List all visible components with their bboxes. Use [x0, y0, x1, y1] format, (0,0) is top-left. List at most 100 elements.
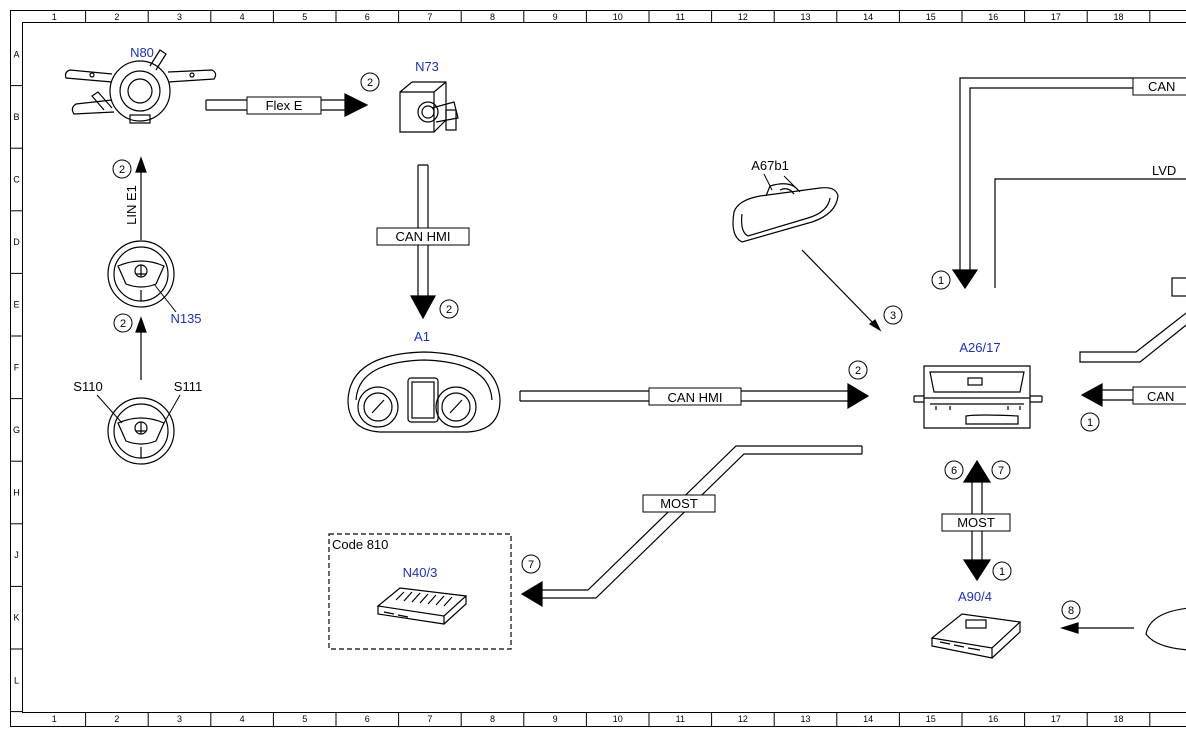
- column-label: 6: [365, 714, 370, 724]
- row-label: B: [13, 112, 19, 122]
- column-label: 1: [52, 714, 57, 724]
- s111-label: S111: [174, 379, 202, 394]
- marker-flex-e: 2: [361, 73, 379, 91]
- marker-lin-e1-label: 2: [119, 164, 125, 176]
- marker-flex-e-label: 2: [367, 77, 373, 89]
- column-label: 12: [738, 714, 748, 724]
- s110-leader-line: [97, 395, 122, 423]
- marker-can-down-right: 1: [932, 271, 950, 289]
- row-label: A: [13, 49, 19, 59]
- column-label: 8: [490, 714, 495, 724]
- a67b1-mirror-camera: [733, 184, 838, 242]
- a26-17-label: A26/17: [959, 340, 1000, 355]
- column-ticks: [86, 11, 1150, 727]
- column-label: 16: [988, 714, 998, 724]
- column-label: 17: [1051, 12, 1061, 22]
- a1-instrument-cluster: [348, 352, 500, 432]
- marker-most-n40: 7: [522, 555, 540, 573]
- most-bus-n40-label: MOST: [660, 496, 698, 511]
- row-label: H: [13, 488, 20, 498]
- column-label: 12: [738, 12, 748, 22]
- marker-most-n40-label: 7: [528, 559, 534, 571]
- marker-most-up-a: 6: [945, 461, 963, 479]
- row-label: J: [14, 550, 19, 560]
- marker-can-hmi-down: 2: [440, 300, 458, 318]
- a26-17-head-unit: [914, 366, 1042, 428]
- marker-lin-e1: 2: [113, 160, 131, 178]
- a67b1-label: A67b1: [751, 158, 789, 173]
- drawing-frame: [11, 11, 1186, 727]
- marker-a67b1-label: 3: [890, 310, 896, 322]
- column-label: 18: [1113, 12, 1123, 22]
- column-label: 8: [490, 12, 495, 22]
- column-label: 15: [926, 714, 936, 724]
- code-810-label: Code 810: [332, 537, 388, 552]
- column-label: 4: [240, 12, 245, 22]
- column-label: 7: [427, 714, 432, 724]
- can-top-right-bus: [953, 78, 1186, 288]
- column-label: 13: [800, 714, 810, 724]
- column-label: 3: [177, 714, 182, 724]
- marker-can-left-right-label: 1: [1087, 417, 1093, 429]
- marker-most-down-label: 1: [999, 566, 1005, 578]
- n135-up-arrow: [136, 318, 146, 380]
- marker-can-left-right: 1: [1081, 413, 1099, 431]
- column-label: 9: [553, 714, 558, 724]
- column-label: 17: [1051, 714, 1061, 724]
- a90-4-label: A90/4: [958, 589, 992, 604]
- n73-label: N73: [415, 59, 439, 74]
- marker-n135-up: 2: [114, 314, 132, 332]
- lin-e1-label: LIN E1: [124, 185, 139, 225]
- right-incoming-bus: [1080, 278, 1186, 362]
- row-label: C: [13, 175, 20, 185]
- s110-label: S110: [73, 379, 102, 394]
- column-label: 5: [302, 12, 307, 22]
- column-label: 10: [613, 714, 623, 724]
- n135-label: N135: [170, 311, 201, 326]
- marker-n135-up-label: 2: [120, 318, 126, 330]
- n80-label: N80: [130, 45, 154, 60]
- column-label: 4: [240, 714, 245, 724]
- a90-4-tuner-unit: [932, 614, 1020, 658]
- column-label: 2: [114, 12, 119, 22]
- column-label: 16: [988, 12, 998, 22]
- can-hmi-vertical-label: CAN HMI: [396, 229, 451, 244]
- can-mid-right-label: CAN: [1147, 389, 1174, 404]
- column-label: 15: [926, 12, 936, 22]
- column-label: 18: [1113, 714, 1123, 724]
- row-label: K: [13, 613, 19, 623]
- column-label: 14: [863, 12, 873, 22]
- n135-leader-line: [154, 284, 176, 312]
- column-label: 10: [613, 12, 623, 22]
- marker-can-hmi-right: 2: [849, 361, 867, 379]
- column-label: 7: [427, 12, 432, 22]
- marker-can-hmi-right-label: 2: [855, 365, 861, 377]
- marker-a90-left-label: 8: [1068, 605, 1074, 617]
- column-label: 1: [52, 12, 57, 22]
- marker-most-up-a-label: 6: [951, 465, 957, 477]
- column-label: 9: [553, 12, 558, 22]
- partial-antenna-component: [1146, 608, 1186, 650]
- column-label: 3: [177, 12, 182, 22]
- row-label: E: [13, 300, 19, 310]
- marker-a90-left: 8: [1062, 601, 1080, 619]
- marker-most-up-b: 7: [992, 461, 1010, 479]
- n73-ignition-switch: [400, 82, 458, 132]
- most-bus-to-n40: [522, 446, 862, 606]
- flex-e-bus-label: Flex E: [266, 98, 303, 113]
- s110-s111-steering-wheel: [108, 398, 174, 464]
- a1-label: A1: [414, 329, 430, 344]
- row-label: F: [14, 362, 20, 372]
- column-label: 11: [676, 714, 685, 724]
- n40-3-amplifier: [378, 588, 466, 624]
- row-label: L: [14, 675, 19, 685]
- n80-steering-column-module: [66, 50, 216, 123]
- n40-3-label: N40/3: [403, 565, 438, 580]
- column-label: 6: [365, 12, 370, 22]
- marker-most-down: 1: [993, 562, 1011, 580]
- lvds-label: LVD: [1152, 163, 1176, 178]
